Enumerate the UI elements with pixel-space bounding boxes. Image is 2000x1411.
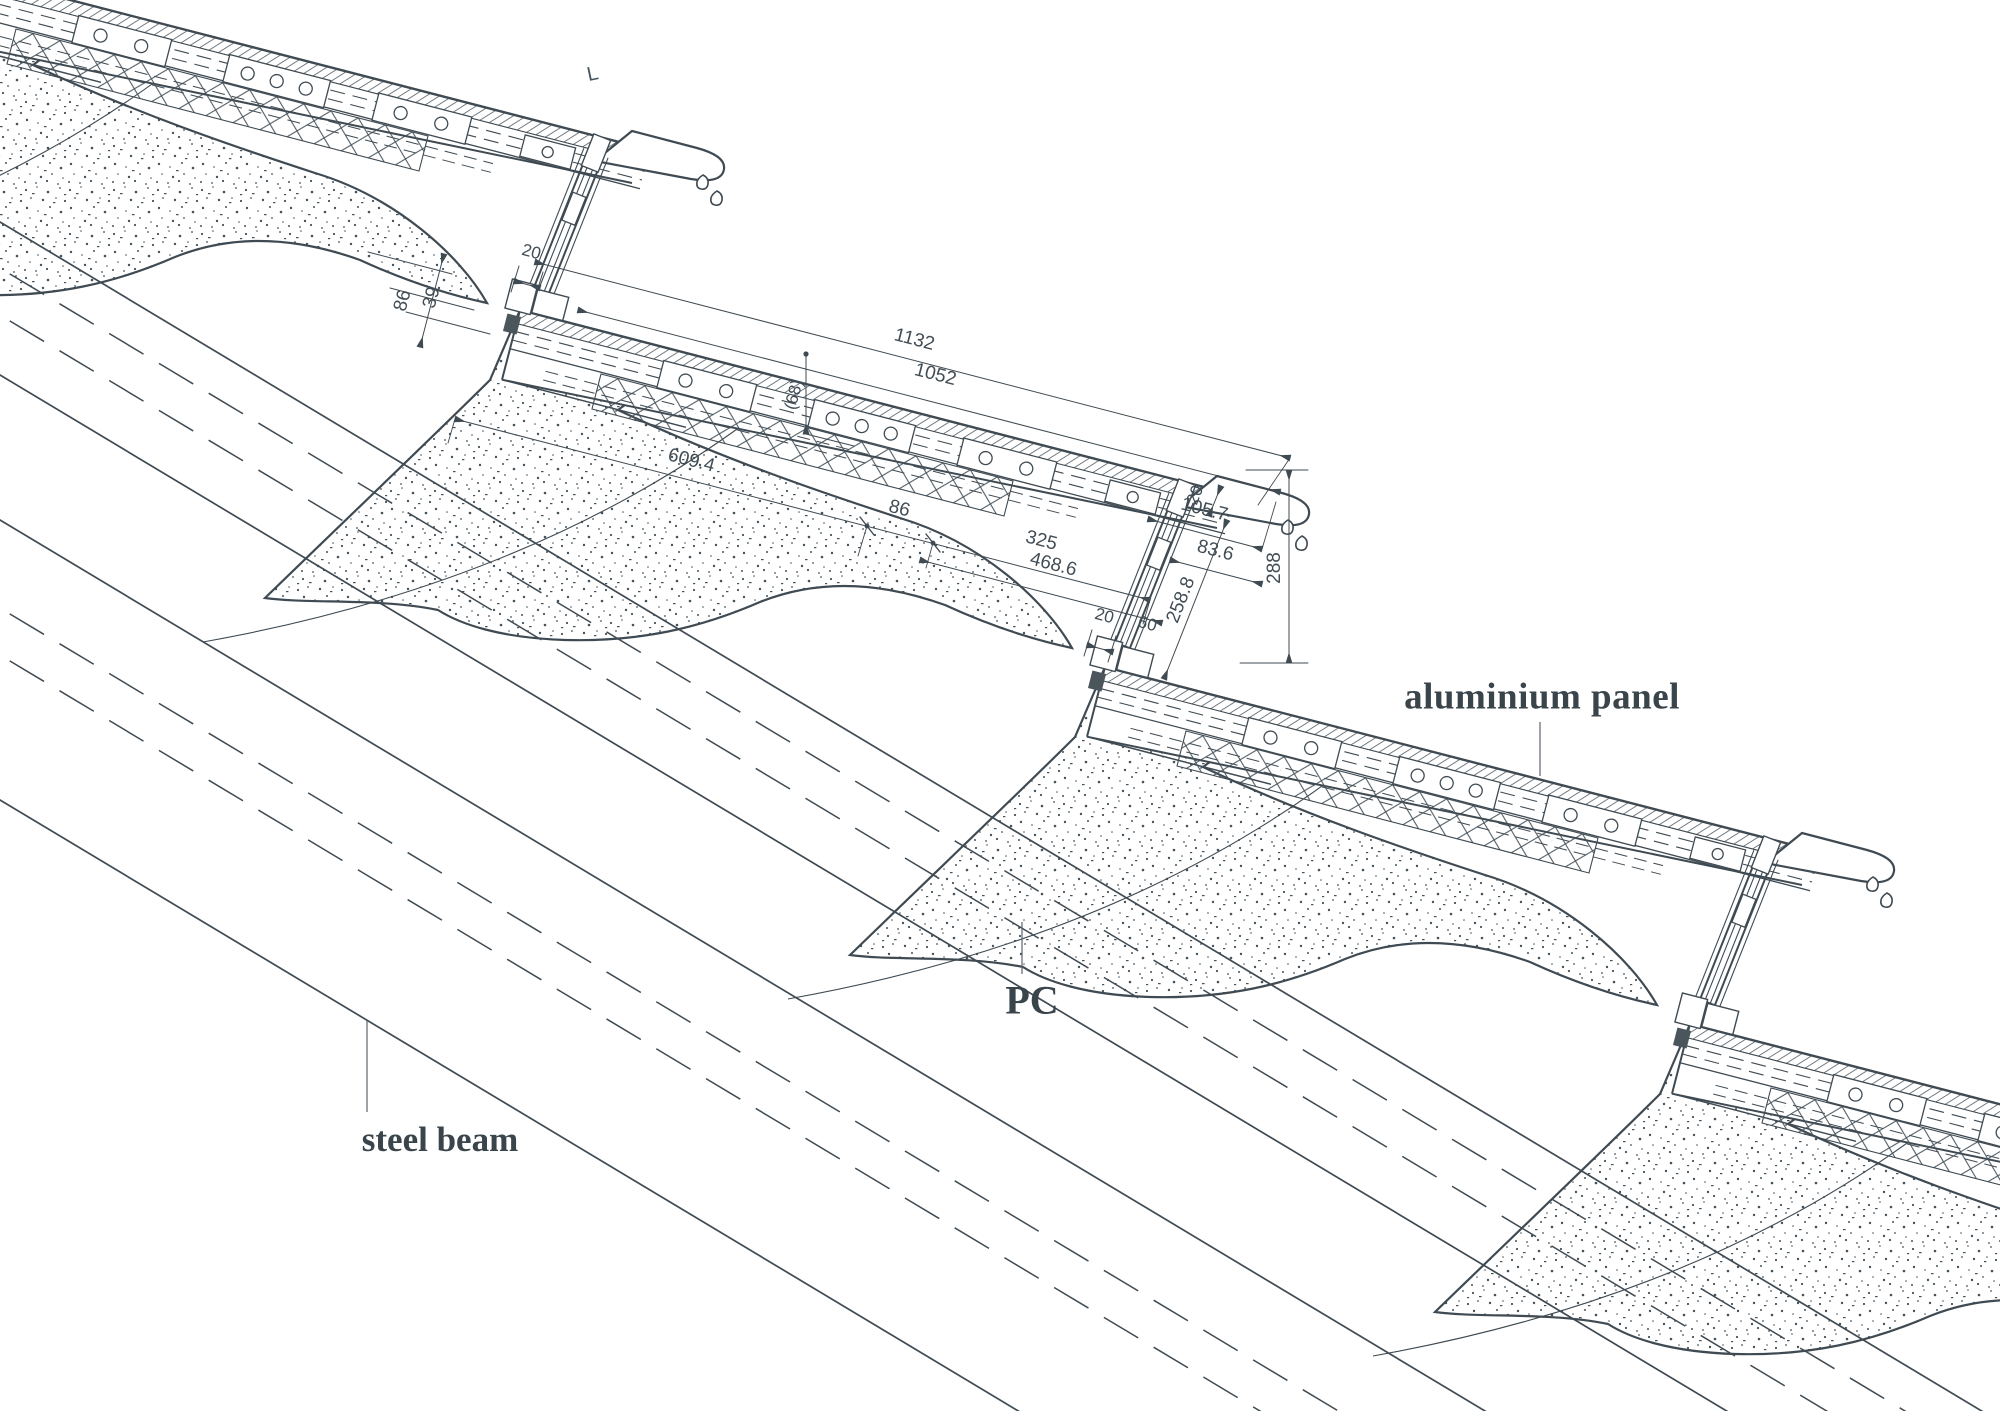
- dim-468-label: 468.6: [1028, 549, 1079, 581]
- dim-86-corner: 86: [390, 288, 416, 314]
- dim-1052-label: 1052: [912, 359, 958, 390]
- dim-seat3: 20 60: [1083, 604, 1159, 663]
- dim-60-seat3-label: 60: [1136, 612, 1159, 635]
- dim-1132-label: 1132: [892, 324, 937, 355]
- corner-mark-L: L: [585, 62, 600, 86]
- steel-beam-upper: [0, 221, 1984, 1411]
- dim-258-label: 258.8: [1162, 574, 1199, 626]
- label-aluminium-panel: aluminium panel: [1404, 676, 1680, 718]
- dim-288-label: 288: [1264, 552, 1285, 584]
- dim-20-seat3-label: 20: [1093, 604, 1116, 627]
- label-steel-beam: steel beam: [361, 1120, 519, 1159]
- leader-lines: [366, 722, 1541, 1112]
- label-pc: PC: [1005, 977, 1059, 1023]
- steel-beam-lower: [0, 519, 1487, 1411]
- dim-86b-label: 86: [887, 496, 913, 522]
- dim-288: 288: [1239, 469, 1309, 664]
- pc-brackets: [0, 0, 2000, 1364]
- dim-20-label: 20: [520, 240, 543, 263]
